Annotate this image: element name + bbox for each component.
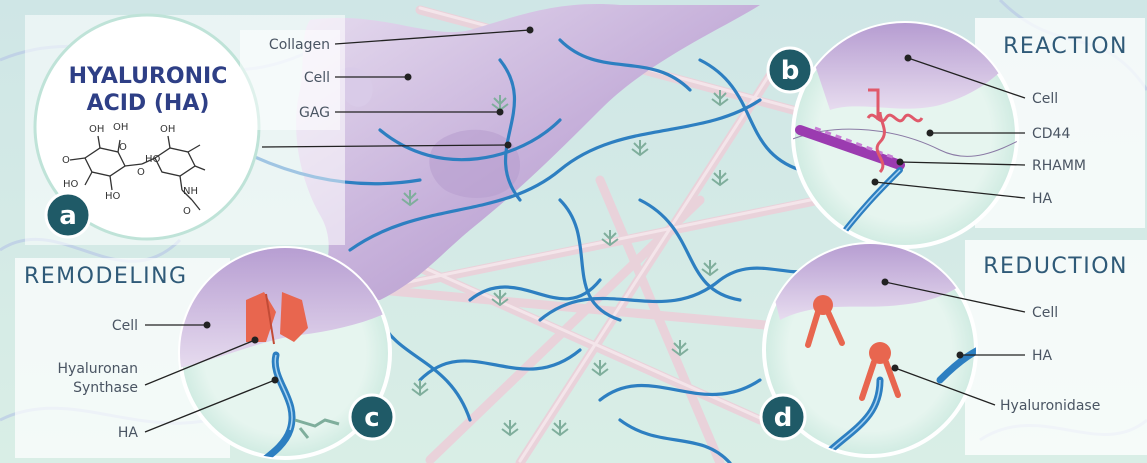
panel-b-header: REACTION — [1003, 34, 1128, 59]
panel-d-label-cell: Cell — [1032, 305, 1058, 321]
panel-d-label-ha: HA — [1032, 348, 1053, 364]
panel-c-label-synthase-line2: Synthase — [73, 380, 138, 396]
panel-c-label-ha: HA — [118, 425, 139, 441]
badge-c-letter: c — [364, 403, 379, 433]
panel-b-label-ha: HA — [1032, 191, 1053, 207]
svg-text:OH: OH — [160, 124, 175, 135]
panel-a-title-line1: HYALURONIC — [69, 64, 228, 89]
panel-a-title-line2: ACID (HA) — [87, 91, 210, 116]
label-collagen: Collagen — [269, 37, 330, 53]
svg-text:O: O — [183, 206, 191, 217]
label-gag: GAG — [299, 105, 330, 121]
svg-text:O: O — [137, 167, 145, 178]
svg-text:HO: HO — [145, 154, 161, 165]
svg-text:O: O — [119, 142, 127, 153]
panel-c-label-synthase-line1: Hyaluronan — [58, 361, 139, 377]
panel-c-label-cell: Cell — [112, 318, 138, 334]
svg-text:NH: NH — [183, 186, 198, 197]
panel-d-label-hyaluronidase: Hyaluronidase — [1000, 398, 1100, 414]
panel-c-header: REMODELING — [24, 264, 188, 289]
panel-b-label-rhamm: RHAMM — [1032, 158, 1086, 174]
panel-b-label-cell: Cell — [1032, 91, 1058, 107]
svg-text:HO: HO — [63, 179, 79, 190]
svg-text:OH: OH — [89, 124, 104, 135]
badge-a-letter: a — [59, 201, 77, 231]
badge-b-letter: b — [781, 56, 800, 86]
badge-d-letter: d — [774, 403, 793, 433]
panel-b-label-cd44: CD44 — [1032, 126, 1070, 142]
svg-text:O: O — [62, 155, 70, 166]
svg-text:HO: HO — [105, 191, 121, 202]
svg-text:OH: OH — [113, 122, 128, 133]
panel-d-header: REDUCTION — [983, 254, 1128, 279]
label-cell: Cell — [304, 70, 330, 86]
